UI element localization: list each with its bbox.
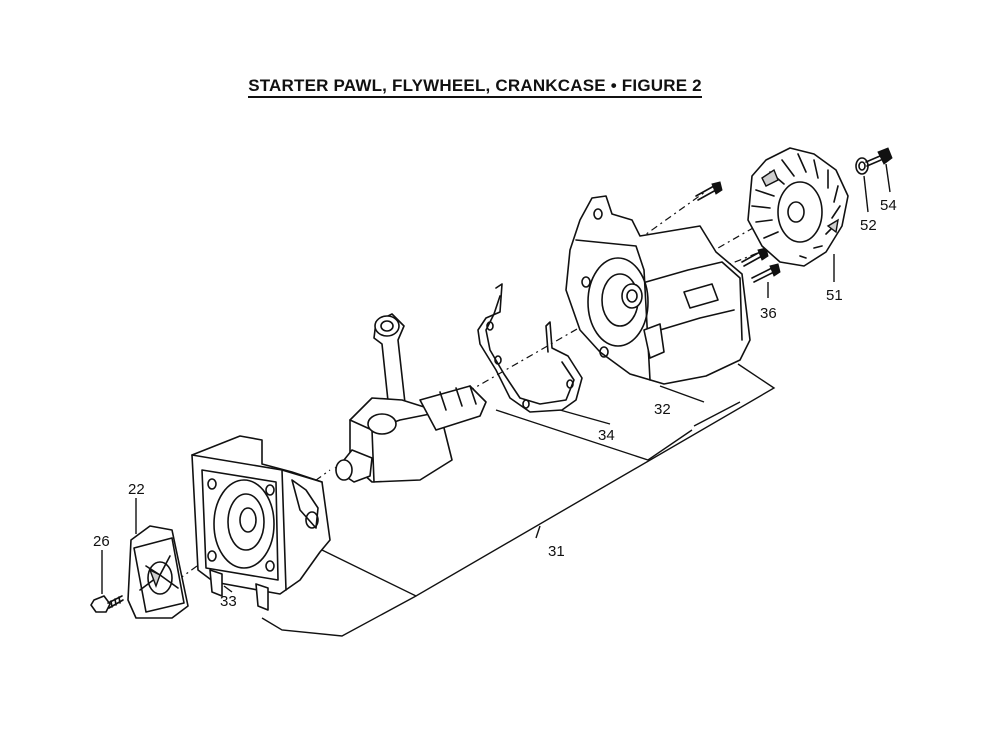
part-36-screw-middle — [741, 247, 769, 267]
part-36-screw-upper — [695, 181, 723, 201]
part-51-flywheel — [747, 147, 849, 267]
callout-51: 51 — [826, 287, 843, 304]
callout-54: 54 — [880, 197, 897, 214]
part-26-bolt — [90, 595, 124, 613]
figure-title: STARTER PAWL, FLYWHEEL, CRANKCASE • FIGU… — [0, 76, 950, 98]
callout-32: 32 — [654, 401, 671, 418]
part-22-starter-pawl-cup — [127, 525, 189, 619]
callout-33: 33 — [220, 593, 237, 610]
crankshaft-assembly — [335, 313, 487, 483]
callout-36: 36 — [760, 305, 777, 322]
part-36-screw-lower — [751, 263, 781, 283]
callout-31: 31 — [548, 543, 565, 560]
callout-22: 22 — [128, 481, 145, 498]
part-32-crankcase-half — [565, 195, 751, 385]
callout-26: 26 — [93, 533, 110, 550]
callout-34: 34 — [598, 427, 615, 444]
callout-52: 52 — [860, 217, 877, 234]
callout-leader-lines — [101, 163, 891, 637]
part-33-crankcase-half — [191, 435, 331, 611]
part-54-bolt — [865, 147, 893, 167]
part-34-gasket — [477, 283, 583, 413]
